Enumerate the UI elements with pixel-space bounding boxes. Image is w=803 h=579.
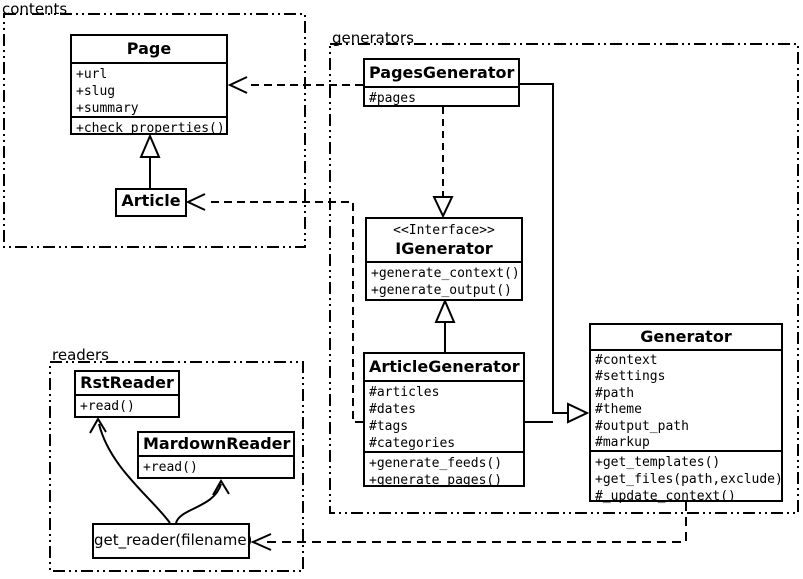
class-title-mardownreader: MardownReader: [143, 434, 291, 453]
class-box-pagesgenerator: PagesGenerator #pages: [363, 58, 520, 107]
class-title-article: Article: [121, 191, 181, 210]
method-row: +check_properties(): [76, 121, 225, 136]
class-box-articlegenerator: ArticleGenerator #articles #dates #tags …: [363, 352, 525, 488]
package-border-contents: [3, 13, 306, 248]
generalization-triangle-article-page: [139, 133, 161, 158]
dependency-arrowhead-page: [227, 76, 248, 94]
class-title-articlegenerator: ArticleGenerator: [369, 357, 520, 376]
method-row: +read(): [143, 460, 198, 475]
arrow-curve-getreader-mardownreader: [175, 483, 222, 524]
package-label-readers: readers: [52, 346, 109, 364]
class-box-igenerator: <<Interface>> IGenerator +generate_conte…: [365, 217, 523, 301]
generalization-triangle-generator-left: [567, 402, 590, 424]
attribute-row: #categories: [369, 436, 456, 451]
method-row: +get_templates(): [595, 455, 721, 470]
methods-section-generator: +get_templates() +get_files(path,exclude…: [591, 450, 783, 508]
methods-section-articlegenerator: +generate_feeds() +generate_pages(): [365, 451, 523, 492]
class-box-article: Article: [115, 188, 187, 217]
attribute-row: #path: [595, 385, 635, 401]
attributes-section-generator: #context #settings #path #theme #output_…: [591, 349, 781, 450]
class-title-generator: Generator: [640, 327, 732, 346]
function-box-getreader: get_reader(filename): [92, 523, 253, 559]
attribute-row: #markup: [595, 435, 650, 451]
dependency-line-generator-getreader: [263, 502, 687, 543]
method-row: +get_files(path,exclude): [595, 472, 783, 487]
attribute-row: #tags: [369, 419, 409, 434]
class-title-igenerator: IGenerator: [395, 239, 493, 258]
attributes-section-page: +url +slug +summary: [72, 62, 226, 116]
class-box-mardownreader: MardownReader +read(): [137, 431, 295, 479]
package-border-generators: [329, 43, 799, 514]
dependency-arrowhead-article: [185, 193, 206, 211]
attribute-row: #articles: [369, 385, 440, 400]
class-box-rstreader: RstReader +read(): [74, 370, 180, 418]
class-title-pagesgenerator: PagesGenerator: [369, 63, 515, 82]
methods-section-mardownreader: +read(): [139, 455, 293, 479]
attribute-row: +url: [76, 67, 108, 82]
generalization-line-pagesgenerator-generator: [519, 83, 568, 414]
attribute-row: +summary: [76, 101, 139, 116]
realization-triangle-igenerator-top: [432, 196, 454, 219]
generalization-triangle-igenerator-bottom: [434, 298, 456, 323]
attribute-row: #theme: [595, 402, 642, 418]
method-row: +generate_context(): [371, 266, 520, 281]
method-row: +generate_output(): [371, 283, 512, 298]
method-row: +read(): [80, 399, 135, 414]
class-stereotype-igenerator: <<Interface>>: [393, 223, 495, 238]
package-label-generators: generators: [332, 29, 414, 47]
arrow-curve-getreader-rstreader: [98, 423, 171, 524]
method-row: #_update_context(): [595, 489, 736, 504]
methods-section-igenerator: +generate_context() +generate_output(): [367, 261, 521, 302]
package-label-contents: contents: [2, 0, 68, 18]
function-label-getreader: get_reader(filename): [94, 531, 253, 549]
dependency-arrowhead-getreader: [250, 533, 272, 551]
package-border-readers: [49, 361, 304, 572]
class-box-page: Page +url +slug +summary +check_properti…: [70, 34, 228, 136]
attributes-section-pagesgenerator: #pages: [365, 86, 518, 110]
arrowhead-mardownreader: [212, 479, 230, 496]
methods-section-rstreader: +read(): [76, 394, 178, 418]
attributes-section-articlegenerator: #articles #dates #tags #categories: [365, 380, 523, 451]
attribute-row: +slug: [76, 84, 116, 99]
attribute-row: #settings: [595, 369, 666, 385]
dependency-line-articlegenerator-article: [207, 201, 363, 423]
class-title-rstreader: RstReader: [80, 373, 174, 392]
attribute-row: #dates: [369, 402, 416, 417]
class-box-generator: Generator #context #settings #path #them…: [589, 323, 783, 504]
class-title-page: Page: [126, 39, 172, 58]
arrowhead-rstreader: [89, 417, 107, 434]
attribute-row: #pages: [369, 91, 416, 106]
method-row: +generate_pages(): [369, 473, 503, 488]
attribute-row: #context: [595, 353, 658, 368]
attribute-row: #output_path: [595, 418, 689, 434]
methods-section-page: +check_properties(): [72, 116, 226, 140]
method-row: +generate_feeds(): [369, 456, 503, 471]
